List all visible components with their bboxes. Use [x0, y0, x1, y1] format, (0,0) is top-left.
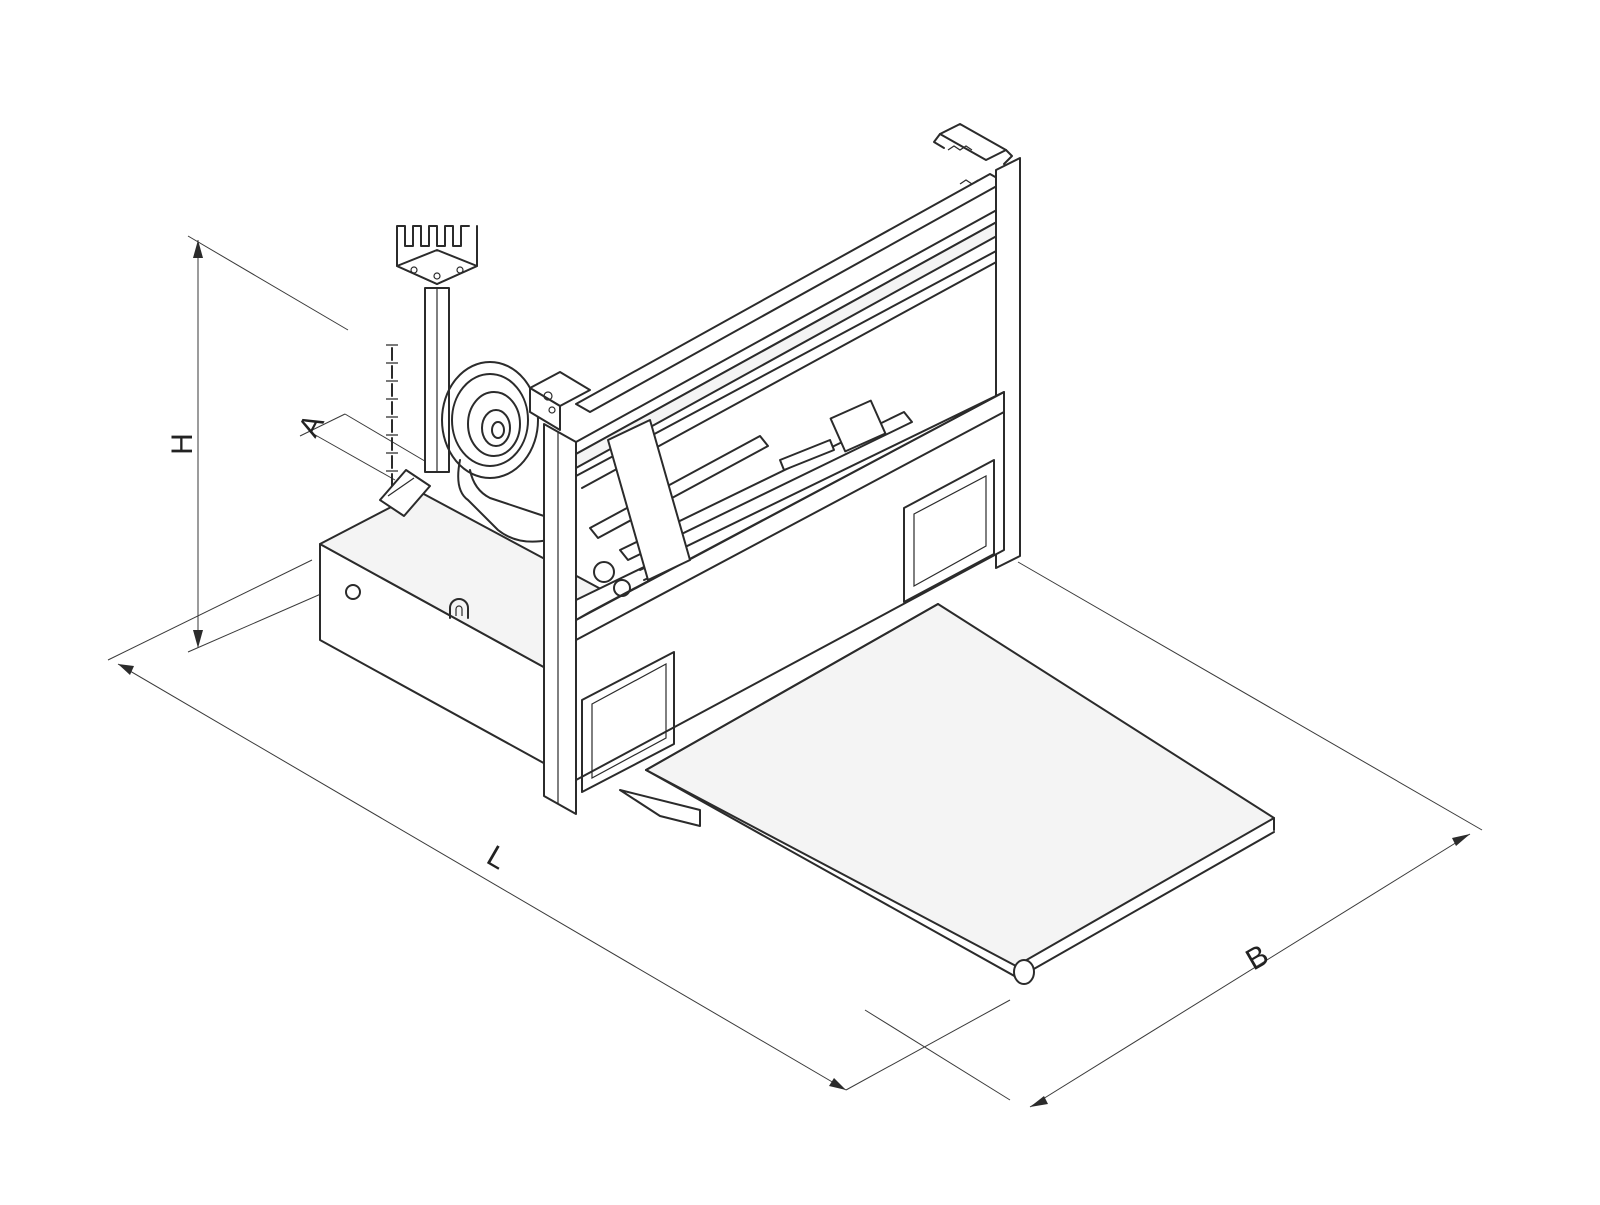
lower-frame	[575, 391, 1005, 793]
dimension-label-h: H	[166, 433, 199, 455]
upper-rails	[575, 173, 1005, 489]
control-post	[379, 225, 478, 517]
dimension-label-b: B	[1240, 938, 1274, 977]
dimension-label-a: A	[292, 409, 331, 442]
left-column	[529, 371, 591, 815]
hydraulic-hose-coil	[441, 361, 551, 543]
dimension-label-l: L	[481, 839, 512, 876]
platform	[619, 603, 1275, 985]
lift-arms	[589, 399, 913, 597]
dimension-lines	[107, 235, 1483, 1108]
